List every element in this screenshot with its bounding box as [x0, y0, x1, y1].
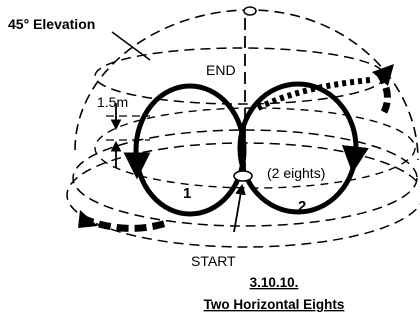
start-arrow: [233, 183, 246, 233]
hemisphere-outline: [74, 9, 419, 161]
height-label: 1.5m: [97, 94, 128, 110]
zenith-marker: [243, 6, 257, 16]
figure-number: 3.10.10.: [250, 275, 299, 290]
elevation-label: 45° Elevation: [8, 16, 95, 32]
horizon-ellipse-inner: [72, 129, 418, 227]
note-label: (2 eights): [267, 165, 325, 181]
crossing-marker: [233, 170, 253, 182]
loop-right: [237, 81, 359, 215]
start-label: START: [191, 253, 236, 269]
figure-title: Two Horizontal Eights: [204, 297, 345, 312]
elevation-45-ring: [94, 47, 386, 105]
exit-path: [256, 77, 371, 111]
approach-arrowhead: [78, 210, 98, 228]
loop-1-label: 1: [183, 185, 191, 202]
loop-right-arrow: [341, 145, 369, 174]
loop-2-label: 2: [298, 198, 306, 215]
end-label: END: [206, 62, 236, 78]
elevation-leader: [111, 31, 151, 61]
exit-arrowhead: [372, 64, 394, 86]
loop-left: [133, 83, 247, 217]
